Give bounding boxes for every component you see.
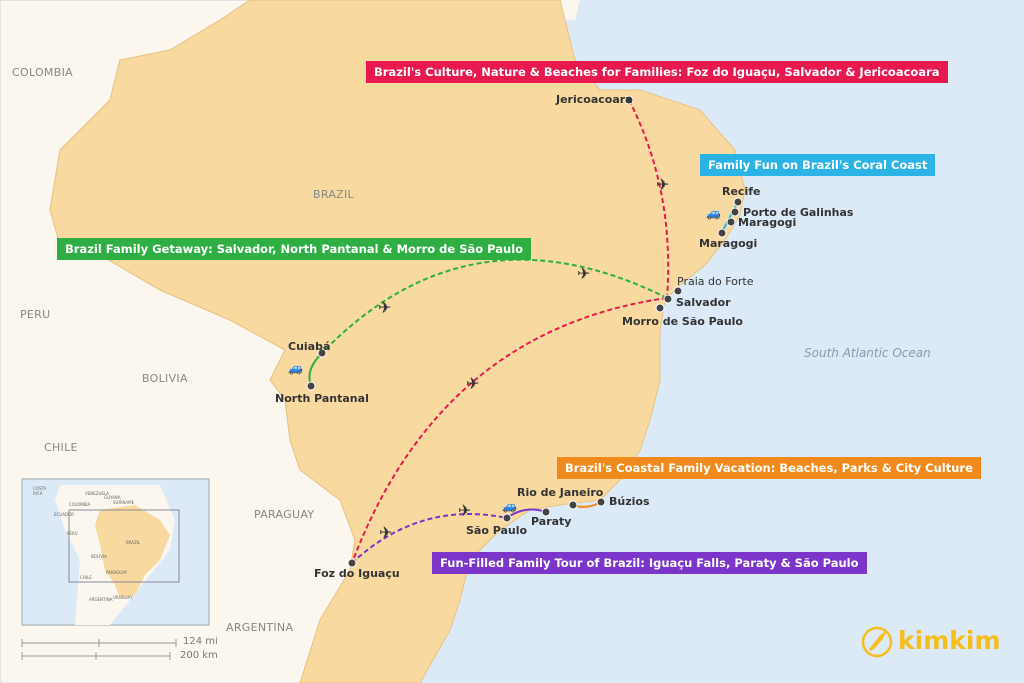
marker[interactable] [726, 217, 736, 227]
place-label: São Paulo [466, 524, 528, 537]
marker[interactable] [502, 513, 512, 523]
inset-label: BRAZIL [126, 540, 141, 545]
route-red-1 [628, 99, 670, 299]
inset-label: ARGENTINA [89, 597, 113, 602]
marker[interactable] [624, 95, 634, 105]
inset-label: COSTA RICA [33, 486, 47, 496]
country-label: BRAZIL [313, 188, 354, 201]
place-label: Paraty [531, 515, 572, 528]
place-label: Cuiabá [288, 340, 331, 353]
marker[interactable] [541, 507, 551, 517]
kimkim-logo-icon [861, 626, 893, 658]
car-icon: 🚙 [502, 499, 517, 513]
route-banner[interactable]: Fun-Filled Family Tour of Brazil: Iguaçu… [432, 552, 867, 574]
plane-icon: ✈ [577, 264, 590, 283]
route-green-1 [321, 258, 668, 354]
brand-logo: kimkim [898, 626, 1001, 655]
scale-bar-km [21, 652, 171, 660]
ocean-label: South Atlantic Ocean [804, 346, 931, 360]
brazil-land [49, 0, 746, 683]
marker[interactable] [717, 228, 727, 238]
plane-icon: ✈ [378, 298, 391, 317]
place-label: Salvador [676, 296, 731, 309]
inset-label: BOLIVIA [91, 554, 107, 559]
inset-label: GUYANA [104, 495, 121, 500]
marker[interactable] [730, 207, 740, 217]
route-banner[interactable]: Family Fun on Brazil's Coral Coast [700, 154, 936, 176]
inset-label: CHILE [80, 575, 92, 580]
place-label: Búzios [609, 495, 650, 508]
scale-miles: 124 mi [183, 636, 218, 647]
marker[interactable] [663, 294, 673, 304]
marker[interactable] [306, 381, 316, 391]
place-label: North Pantanal [275, 392, 369, 405]
country-label: COLOMBIA [12, 66, 73, 79]
marker[interactable] [655, 303, 665, 313]
marker[interactable] [347, 558, 357, 568]
route-banner[interactable]: Brazil's Coastal Family Vacation: Beache… [557, 457, 981, 479]
car-icon: 🚙 [288, 361, 303, 375]
inset-frame [68, 509, 180, 583]
marker[interactable] [733, 197, 743, 207]
country-label: ARGENTINA [226, 621, 294, 634]
scale-bar-mi [21, 639, 177, 647]
route-red-2 [351, 297, 668, 564]
inset-label: PARAGUAY [106, 570, 128, 575]
plane-icon: ✈ [656, 175, 669, 194]
inset-label: SURINAME [113, 500, 135, 505]
place-label: Recife [722, 185, 761, 198]
place-label: Morro de São Paulo [622, 315, 743, 328]
plane-icon: ✈ [458, 501, 471, 520]
route-banner[interactable]: Brazil Family Getaway: Salvador, North P… [57, 238, 532, 260]
marker[interactable] [568, 500, 578, 510]
place-label: Porto de Galinhas [743, 206, 854, 219]
inset-brazil [95, 505, 170, 598]
inset-label: VENEZUELA [85, 491, 110, 496]
plane-icon: ✈ [466, 374, 479, 393]
country-label: CHILE [44, 441, 78, 454]
inset-label: PERU [67, 531, 78, 536]
place-label: Maragogi [699, 237, 758, 250]
marker[interactable] [596, 497, 606, 507]
place-label: Foz do Iguaçu [314, 567, 400, 580]
marker[interactable] [673, 286, 683, 296]
country-label: PARAGUAY [254, 508, 315, 521]
place-label: Rio de Janeiro [517, 486, 604, 499]
plane-icon: ✈ [379, 523, 392, 542]
place-label: Maragogi [738, 216, 797, 229]
place-label: Jericoacoara [556, 93, 633, 106]
inset-label: COLOMBIA [69, 502, 91, 507]
route-purple-1 [351, 513, 508, 564]
scale-km: 200 km [180, 650, 218, 661]
country-label: PERU [20, 308, 51, 321]
inset-label: URUGUAY [113, 595, 133, 600]
car-icon: 🚙 [706, 206, 721, 220]
route-banner[interactable]: Brazil's Culture, Nature & Beaches for F… [366, 61, 948, 83]
route-teal [721, 201, 739, 233]
place-label: Praia do Forte [677, 275, 754, 288]
inset-label: ECUADOR [54, 512, 74, 517]
marker[interactable] [317, 348, 327, 358]
country-label: BOLIVIA [142, 372, 188, 385]
